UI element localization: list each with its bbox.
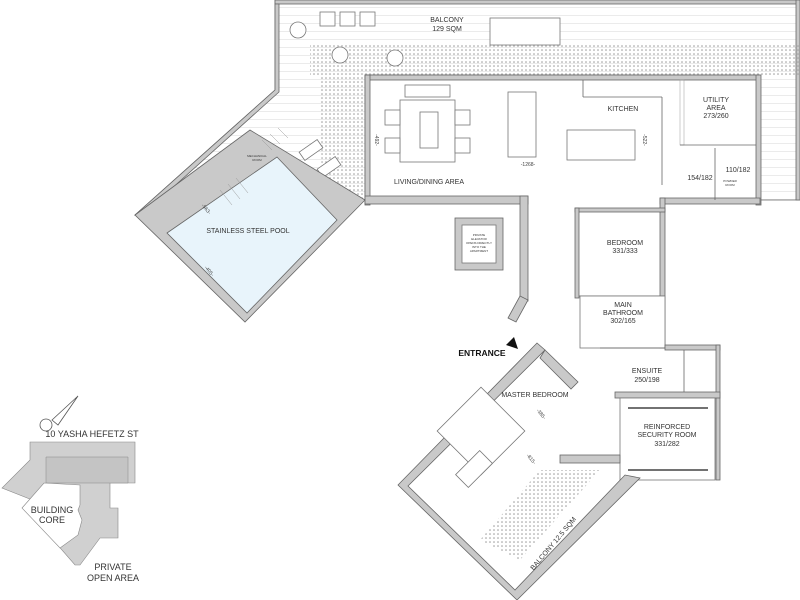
open-area-label-2: OPEN AREA (87, 573, 139, 583)
ensuite-size: 250/198 (634, 377, 659, 384)
dim-1268: -1268- (521, 162, 536, 168)
dim-522: -522- (641, 134, 647, 146)
balcony-area: 129 SQM (432, 26, 462, 33)
room-labels: BALCONY 129 SQM KITCHEN UTILITY AREA 273… (373, 17, 750, 448)
ensuite-label: ENSUITE (632, 368, 663, 375)
entrance-label: ENTRANCE (458, 348, 506, 358)
open-area-label: PRIVATE (94, 562, 131, 572)
dim-492: -492- (373, 134, 379, 146)
bedroom-label: BEDROOM (607, 240, 643, 247)
pool-label: STAINLESS STEEL POOL (206, 228, 289, 235)
security-size: 331/282 (654, 441, 679, 448)
kitchen-label: KITCHEN (608, 106, 639, 113)
utility-label: UTILITY (703, 97, 729, 104)
master-wing: MASTER BEDROOM -385- -815- BALCONY 12.5 … (397, 342, 641, 600)
powder-label: POWDER (723, 179, 737, 183)
balcony-label: BALCONY (430, 17, 464, 24)
main-bath-label: MAIN (614, 302, 632, 309)
key-map: 10 YASHA HEFETZ ST BUILDING CORE PRIVATE… (1, 395, 139, 583)
main-bath-size: 302/165 (610, 318, 635, 325)
master-bedroom-label: MASTER BEDROOM (501, 392, 568, 399)
hall-size: 154/182 (687, 175, 712, 182)
elevator-line-3: OPENS DIRECTLY (466, 241, 492, 245)
outdoor-dining-table (489, 17, 561, 46)
main-bath-label-2: BATHROOM (603, 310, 643, 317)
dim-385: -385- (535, 408, 547, 421)
living-label: LIVING/DINING AREA (394, 179, 464, 186)
dim-815: -815- (525, 453, 537, 466)
entrance-arrow-icon (506, 337, 518, 349)
elevator-line-5: APARTMENT (470, 249, 488, 253)
powder-label-2: ROOM (725, 183, 735, 187)
interior-walls (364, 74, 762, 481)
powder-size: 110/182 (726, 167, 751, 174)
security-label-2: SECURITY ROOM (638, 432, 697, 439)
elevator-line-2: ELEVATOR (471, 237, 487, 241)
core-label-2: CORE (39, 515, 65, 525)
security-label: REINFORCED (644, 424, 690, 431)
elevator-line-4: INTO THE (472, 245, 486, 249)
utility-label-2: AREA (706, 105, 725, 112)
furniture (384, 80, 663, 185)
north-arrow-icon (39, 395, 79, 432)
utility-size: 273/260 (703, 113, 728, 120)
mechanical-label: MECHANICAL (247, 154, 267, 158)
street-label: 10 YASHA HEFETZ ST (45, 429, 139, 439)
elevator-line-1: PRIVATE (473, 233, 485, 237)
mechanical-label-2: ROOM (252, 158, 262, 162)
core-label: BUILDING (31, 505, 74, 515)
security-room-box (619, 397, 716, 481)
bedroom-size: 331/333 (612, 248, 637, 255)
